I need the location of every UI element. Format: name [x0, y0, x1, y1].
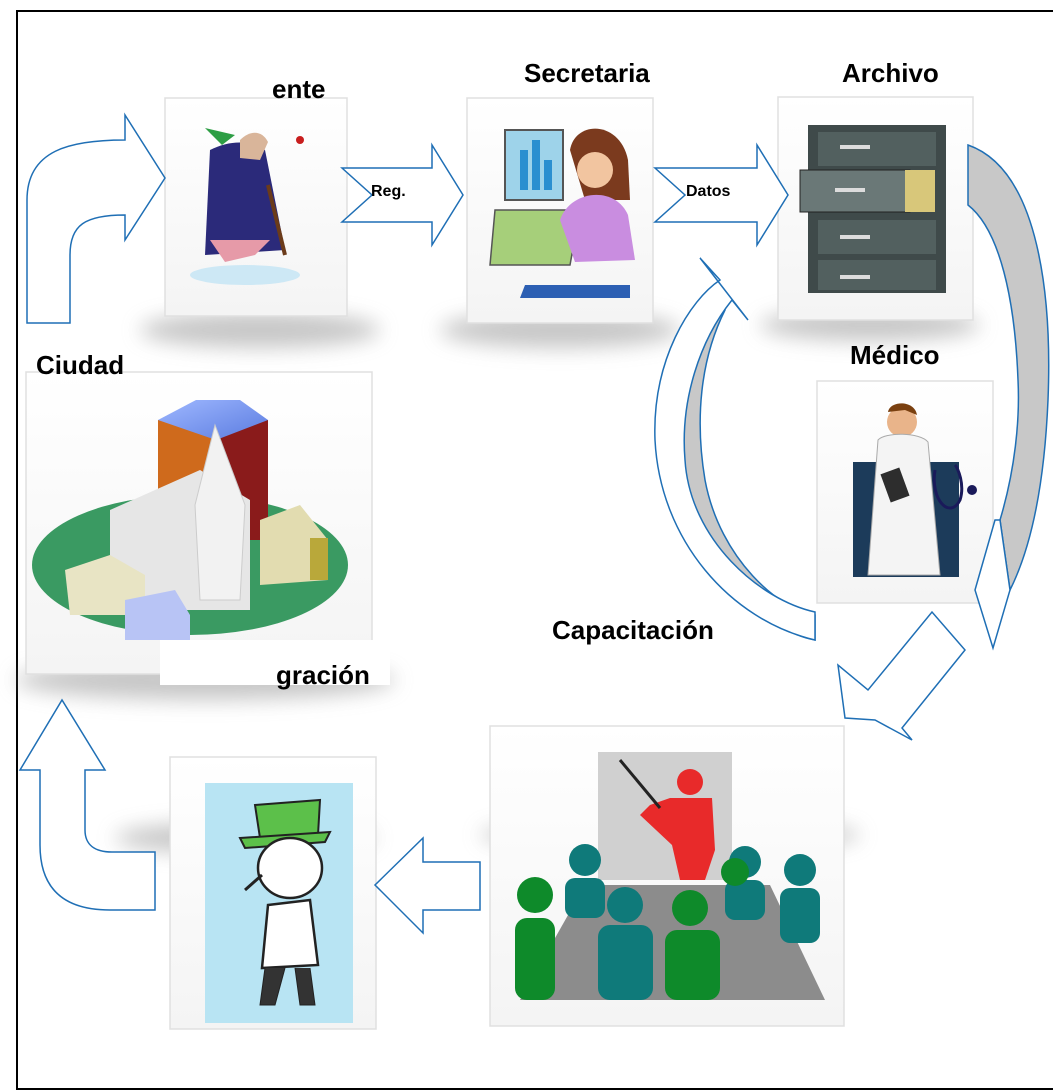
paciente-label: ente	[272, 74, 326, 104]
man-with-hat-illustration	[205, 783, 353, 1023]
datos-arrow-label: Datos	[686, 183, 731, 200]
archivo-to-capacitacion-arrow	[967, 143, 1050, 593]
reg-arrow-label: Reg.	[371, 183, 406, 200]
file-cabinet-illustration	[799, 125, 946, 293]
outline-arrows	[18, 112, 966, 935]
skater-illustration	[190, 128, 304, 285]
integracion-to-ciudad-arrow	[18, 698, 156, 911]
capacitacion-to-integracion-arrow	[373, 836, 481, 935]
reg-arrow	[340, 142, 464, 248]
secretary-illustration	[489, 128, 635, 298]
datos-arrow	[653, 142, 789, 248]
ciudad-to-paciente-arrow	[26, 112, 166, 324]
capacitacion-label: Capacitación	[552, 615, 714, 645]
loop-to-secretaria-arrow	[654, 257, 816, 641]
training-illustration	[515, 752, 825, 1000]
medico-label: Médico	[850, 340, 940, 370]
ciudad-label: Ciudad	[36, 350, 125, 380]
archivo-label: Archivo	[842, 58, 939, 88]
curved-arrows-shaded	[654, 143, 1050, 651]
church-town-illustration	[32, 400, 348, 640]
integracion-label: gración	[276, 660, 370, 690]
secretaria-label: Secretaria	[524, 58, 650, 88]
medico-to-capacitacion-arrow	[837, 610, 966, 741]
archivo-to-capacitacion-arrow-tail	[974, 519, 1011, 651]
integracion-label-mask	[160, 640, 390, 685]
doctor-illustration	[853, 403, 977, 577]
